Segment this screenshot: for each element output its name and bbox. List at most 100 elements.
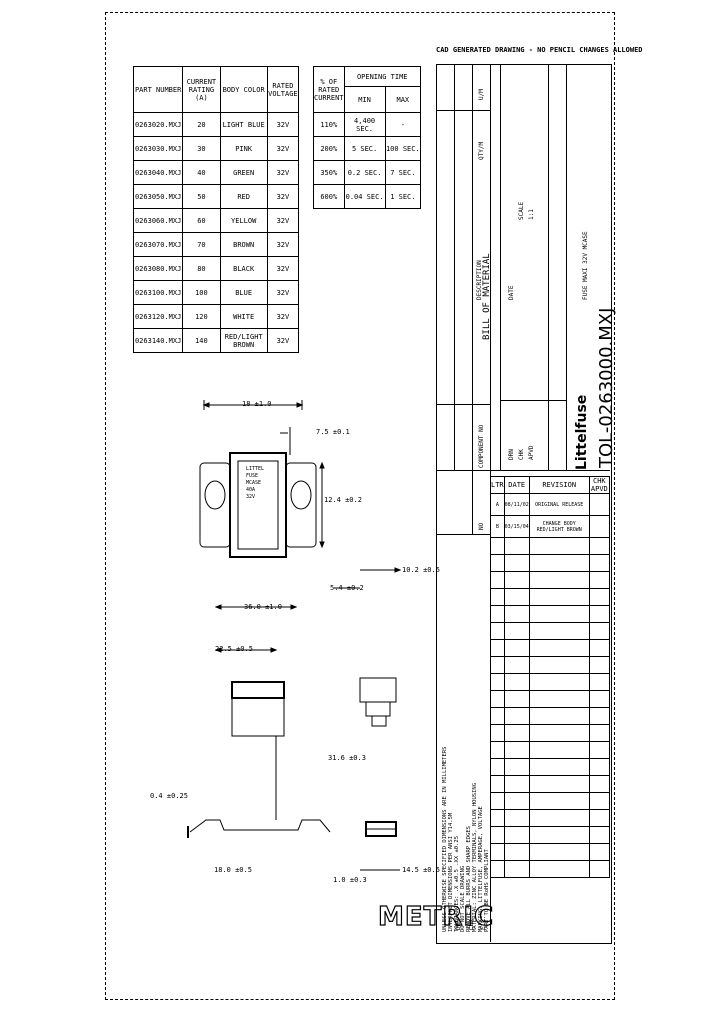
table-cell: 0263030.MXJ	[132, 136, 184, 161]
revision-row	[490, 554, 611, 572]
table-row: 110%4,400 SEC.-	[313, 112, 422, 137]
revision-cell	[503, 622, 530, 640]
revision-row	[490, 826, 611, 844]
dim-width: 18 ±1.0	[242, 400, 272, 408]
dim-side-top: 10.2 ±0.5	[402, 566, 440, 574]
revision-cell	[490, 656, 505, 674]
revision-row	[490, 758, 611, 776]
table-row: 600%0.04 SEC.1 SEC.	[313, 184, 422, 209]
revision-cell	[503, 860, 530, 878]
revision-cell	[588, 758, 611, 776]
fuse-table: PART NUMBER CURRENT RATING (A) BODY COLO…	[132, 66, 300, 353]
revision-cell	[588, 860, 611, 878]
revision-cell	[503, 656, 530, 674]
table-cell: 20	[182, 112, 221, 137]
side-view-drawing	[334, 567, 402, 871]
rev-col-date: DATE	[503, 476, 530, 494]
revision-cell	[528, 605, 590, 623]
dim-front: 22.5 ±0.5	[215, 645, 253, 653]
table-cell: 0263040.MXJ	[132, 160, 184, 185]
col-percent-current: % OF RATED CURRENT	[313, 66, 345, 113]
col-max: MAX	[384, 86, 422, 113]
revision-cell	[588, 656, 611, 674]
rev-col-revision: REVISION	[528, 476, 590, 494]
revision-cell	[528, 758, 590, 776]
revision-cell	[588, 826, 611, 844]
cad-notice: CAD GENERATED DRAWING - NO PENCIL CHANGE…	[436, 46, 643, 54]
revision-row	[490, 741, 611, 759]
table-cell: 4,400 SEC.	[343, 112, 386, 137]
drawn-label: DRN	[508, 449, 515, 460]
revision-cell	[503, 537, 530, 555]
notes-list: UNLESS OTHERWISE SPECIFIED DIMENSIONS AR…	[442, 746, 490, 932]
table-cell: 32V	[266, 304, 300, 329]
revision-cell	[490, 741, 505, 759]
revision-cell	[490, 639, 505, 657]
drawing-border	[105, 12, 615, 1000]
approval-chk: CHK	[468, 919, 475, 930]
revision-row	[490, 588, 611, 606]
revision-cell	[490, 690, 505, 708]
dim-side-length: 31.6 ±0.3	[328, 754, 366, 762]
revision-cell	[588, 792, 611, 810]
revision-cell	[503, 724, 530, 742]
col-opening-time: OPENING TIME	[343, 66, 421, 87]
revision-cell: 08/11/02	[503, 493, 530, 516]
revision-cell	[503, 826, 530, 844]
bom-title: BILL OF MATERIAL	[482, 253, 492, 340]
table-cell: 200%	[313, 136, 345, 161]
front-view-drawing	[187, 647, 331, 838]
revision-cell	[588, 605, 611, 623]
table-cell: 32V	[266, 208, 300, 233]
revision-cell	[490, 571, 505, 589]
revision-row	[490, 690, 611, 708]
revision-cell	[588, 571, 611, 589]
revision-cell	[490, 860, 505, 878]
revision-cell	[490, 673, 505, 691]
revision-cell	[503, 673, 530, 691]
revision-cell	[490, 809, 505, 827]
scale-value: 1:1	[528, 209, 535, 220]
dim-thick: 0.4 ±0.25	[150, 792, 188, 800]
table-cell: YELLOW	[219, 208, 268, 233]
col-part-number: PART NUMBER	[132, 66, 184, 113]
revision-cell	[528, 639, 590, 657]
table-cell: 110%	[313, 112, 345, 137]
revision-cell	[503, 741, 530, 759]
revision-cell	[588, 588, 611, 606]
table-cell: -	[384, 112, 422, 137]
revision-cell: CHANGE BODY RED/LIGHT BROWN	[528, 515, 590, 538]
table-cell: 600%	[313, 184, 345, 209]
revision-row	[490, 724, 611, 742]
table-cell: 0263070.MXJ	[132, 232, 184, 257]
table-cell: 60	[182, 208, 221, 233]
revision-row	[490, 571, 611, 589]
revision-row	[490, 860, 611, 878]
revision-cell	[490, 775, 505, 793]
table-cell: 50	[182, 184, 221, 209]
title-block-frame	[436, 64, 612, 944]
table-cell: 30	[182, 136, 221, 161]
revision-cell	[490, 792, 505, 810]
part-number-title: TOL-0263000.MXJ	[596, 307, 617, 468]
table-cell: 1 SEC.	[384, 184, 422, 209]
table-cell: BROWN	[219, 232, 268, 257]
revision-cell	[588, 843, 611, 861]
dim-tab: 7.5 ±0.1	[316, 428, 350, 436]
table-cell: PINK	[219, 136, 268, 161]
revision-cell	[528, 707, 590, 725]
revision-cell	[503, 639, 530, 657]
table-cell: 0263060.MXJ	[132, 208, 184, 233]
table-cell: BLACK	[219, 256, 268, 281]
revision-row	[490, 537, 611, 555]
approved-label: APVD	[528, 445, 535, 460]
revision-cell	[528, 571, 590, 589]
checked-label: CHK	[518, 449, 525, 460]
revision-cell	[490, 707, 505, 725]
